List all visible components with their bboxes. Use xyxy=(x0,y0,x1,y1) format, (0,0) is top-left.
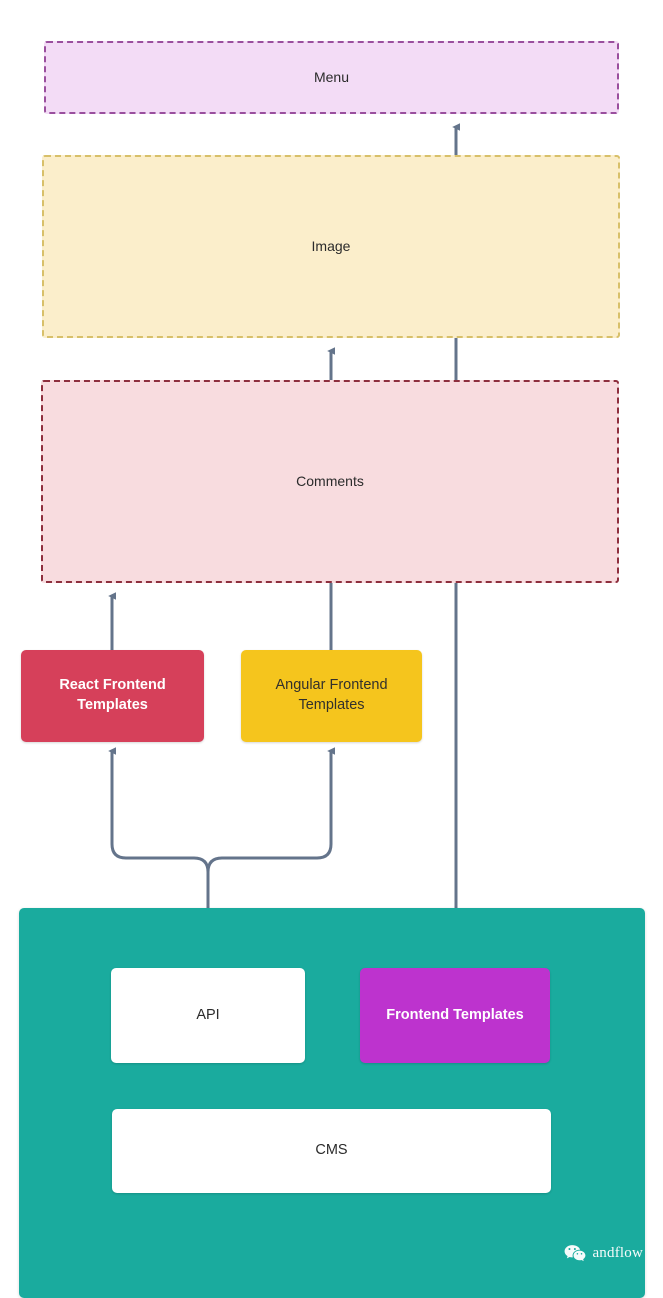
lane-image[interactable]: Image xyxy=(42,155,620,338)
node-angular-frontend-templates[interactable]: Angular Frontend Templates xyxy=(241,650,422,742)
lane-image-label: Image xyxy=(311,238,351,255)
node-cms[interactable]: CMS xyxy=(112,1109,551,1193)
node-react-frontend-templates[interactable]: React Frontend Templates xyxy=(21,650,204,742)
node-frontend-templates[interactable]: Frontend Templates xyxy=(360,968,550,1063)
connector-api-to-angular xyxy=(206,747,336,970)
watermark: andflow xyxy=(564,1244,643,1262)
wechat-icon xyxy=(564,1244,586,1262)
lane-menu-label: Menu xyxy=(313,69,350,86)
watermark-text: andflow xyxy=(592,1244,643,1261)
node-cms-label: CMS xyxy=(315,1142,348,1159)
node-react-frontend-templates-label: React Frontend Templates xyxy=(59,677,166,713)
lane-comments[interactable]: Comments xyxy=(41,380,619,583)
lane-comments-label: Comments xyxy=(296,473,364,490)
lane-menu[interactable]: Menu xyxy=(44,41,619,114)
node-api[interactable]: API xyxy=(111,968,305,1063)
backend-platform[interactable] xyxy=(19,908,645,1298)
node-api-label: API xyxy=(196,1006,220,1023)
node-angular-frontend-templates-label: Angular Frontend Templates xyxy=(275,677,388,713)
node-frontend-templates-label: Frontend Templates xyxy=(386,1006,524,1023)
